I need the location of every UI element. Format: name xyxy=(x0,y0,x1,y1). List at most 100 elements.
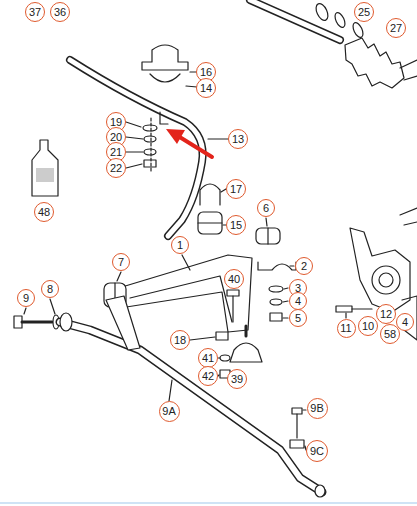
callout-number: 58 xyxy=(384,329,396,340)
callout-circle: 1 xyxy=(171,236,189,254)
callout-circle: 36 xyxy=(50,2,70,22)
callout-circle: 15 xyxy=(226,215,246,235)
callout-circle: 39 xyxy=(227,369,247,389)
callout-circle: 40 xyxy=(224,269,244,289)
bushing xyxy=(256,228,280,244)
bolt xyxy=(190,290,239,340)
bracket xyxy=(283,301,288,302)
callout-circle: 4 xyxy=(396,313,414,331)
bolt xyxy=(292,408,302,414)
grease-bottle xyxy=(32,140,58,196)
control-arm xyxy=(130,276,232,322)
link-hardware xyxy=(160,112,168,124)
callout-number: 9C xyxy=(310,446,324,457)
callout-number: 11 xyxy=(340,323,351,334)
ball-joint xyxy=(218,357,220,358)
bolt xyxy=(50,299,55,314)
stabilizer-bar xyxy=(315,485,325,497)
bolt xyxy=(227,290,239,296)
callout-number: 5 xyxy=(295,313,301,324)
bolt xyxy=(216,332,228,340)
bushing xyxy=(198,184,280,244)
link-hardware xyxy=(126,112,168,172)
stabilizer-bar xyxy=(169,380,172,401)
drive-shaft xyxy=(250,0,340,40)
bolt xyxy=(303,409,306,410)
steering-knuckle xyxy=(352,308,372,309)
callout-number: 18 xyxy=(174,335,186,346)
drive-shaft xyxy=(314,2,331,23)
bolt xyxy=(24,308,26,314)
callout-number: 40 xyxy=(228,274,240,285)
steering-knuckle xyxy=(400,208,417,225)
callout-circle: 2 xyxy=(295,257,313,275)
callout-circle: 41 xyxy=(198,348,218,368)
callout-number: 41 xyxy=(202,353,214,364)
callout-circle: 5 xyxy=(289,309,307,327)
callout-circle: 27 xyxy=(386,18,406,38)
callout-circle: 11 xyxy=(337,319,356,338)
stabilizer-bar xyxy=(60,322,322,492)
callout-circle: 9C xyxy=(306,440,328,462)
steering-knuckle xyxy=(350,228,410,312)
bolt xyxy=(290,408,306,450)
callout-circle: 10 xyxy=(358,316,378,336)
callout-number: 21 xyxy=(110,147,122,158)
callout-number: 7 xyxy=(118,257,124,268)
callout-number: 4 xyxy=(295,296,301,307)
callout-circle: 25 xyxy=(354,2,374,22)
callout-circle: 9B xyxy=(307,398,328,419)
callout-number: 2 xyxy=(301,261,307,272)
callout-number: 6 xyxy=(263,203,269,214)
ball-joint xyxy=(230,343,262,362)
callout-number: 27 xyxy=(390,23,402,34)
bracket xyxy=(283,317,288,318)
callout-number: 4 xyxy=(402,317,408,328)
grease-bottle xyxy=(36,168,54,182)
red-arrow xyxy=(166,129,212,157)
bushing xyxy=(266,218,267,226)
callout-number: 10 xyxy=(362,321,374,332)
bushing xyxy=(198,222,222,223)
callout-circle: 9 xyxy=(17,289,35,307)
callout-number: 16 xyxy=(200,67,212,78)
drive-shaft xyxy=(250,0,417,88)
link-hardware xyxy=(143,125,157,131)
callout-number: 22 xyxy=(110,163,122,174)
drive-shaft xyxy=(400,60,417,80)
clamp xyxy=(142,45,197,87)
bolt xyxy=(290,440,304,448)
callout-number: 1 xyxy=(177,240,183,251)
steering-knuckle xyxy=(372,266,400,294)
callout-circle: 6 xyxy=(257,199,275,217)
callout-number: 13 xyxy=(232,134,244,145)
callout-circle: 42 xyxy=(198,366,218,386)
bracket xyxy=(284,288,288,289)
steering-knuckle xyxy=(336,306,352,312)
link-hardware xyxy=(126,151,143,152)
callout-number: 19 xyxy=(110,117,122,128)
bushing xyxy=(267,228,268,244)
stabilizer-bar xyxy=(60,322,322,492)
callout-number: 37 xyxy=(29,7,41,18)
link-hardware xyxy=(126,122,141,127)
callout-circle: 18 xyxy=(170,330,190,350)
clamp xyxy=(150,74,180,82)
link-hardware xyxy=(144,136,156,142)
callout-circle: 7 xyxy=(112,253,130,271)
link-hardware xyxy=(144,160,156,167)
illustration xyxy=(208,138,228,139)
stabilizer-bar xyxy=(70,60,203,236)
callout-number: 39 xyxy=(231,374,243,385)
stabilizer-bar xyxy=(70,60,203,236)
callout-number: 36 xyxy=(54,7,66,18)
bracket xyxy=(258,262,296,270)
link-hardware xyxy=(126,137,143,139)
drive-shaft xyxy=(250,0,340,40)
drive-shaft xyxy=(345,38,404,88)
illustration xyxy=(0,502,417,504)
callout-number: 12 xyxy=(380,309,392,320)
bracket xyxy=(290,265,294,266)
